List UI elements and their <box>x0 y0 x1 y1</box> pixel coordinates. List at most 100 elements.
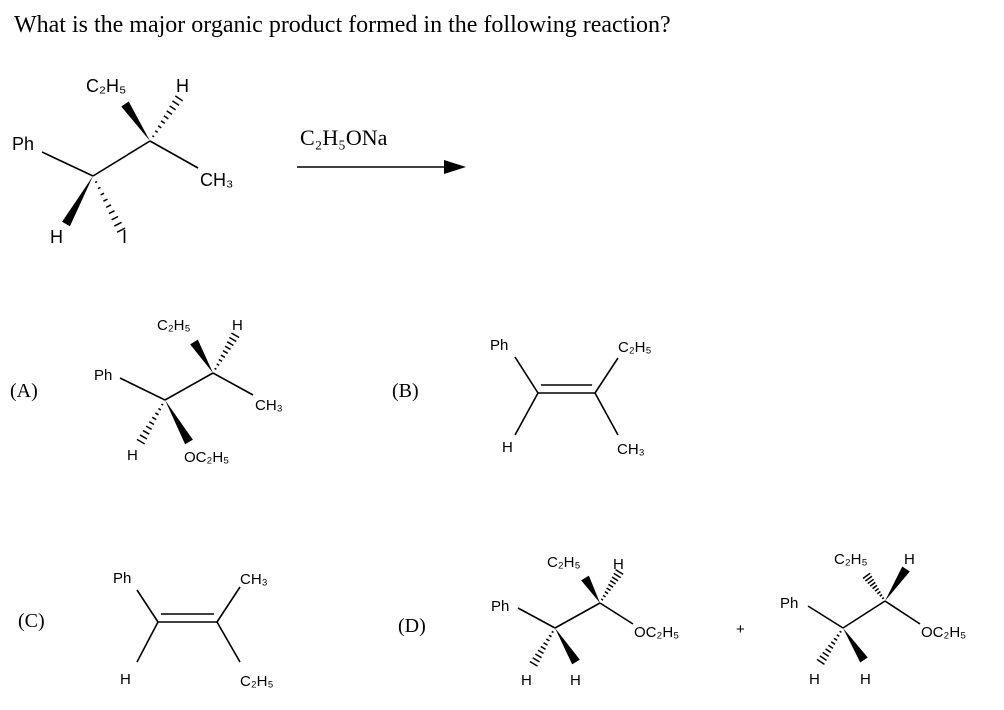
hash-segment <box>819 655 828 661</box>
hash-segment <box>136 438 146 445</box>
hash-segment <box>551 630 554 634</box>
wedge-bond <box>165 400 193 445</box>
ethyl-label: C₂H₅ <box>240 673 274 690</box>
wedge-bond <box>581 575 600 603</box>
h-label: H <box>232 317 243 334</box>
h-label: H <box>521 672 532 689</box>
hash-segment <box>876 590 881 595</box>
h-label: H <box>176 76 189 96</box>
ph-label: Ph <box>12 134 34 154</box>
ethyl-label: C₂H₅ <box>547 554 581 571</box>
methyl-label: CH₃ <box>240 571 268 588</box>
arrowhead-icon <box>444 160 466 174</box>
hash-segment <box>105 204 112 209</box>
option-c-structure: Ph CH₃ H C₂H₅ <box>113 570 274 690</box>
hash-segment <box>881 596 885 600</box>
hash-segment <box>169 105 176 111</box>
hash-bond <box>600 569 624 601</box>
h-label: H <box>613 556 624 573</box>
ph-label: Ph <box>113 570 131 587</box>
hash-segment <box>872 584 878 590</box>
hash-segment <box>839 630 842 633</box>
hash-segment <box>97 186 101 190</box>
ethyl-label: C₂H₅ <box>86 76 126 96</box>
hash-segment <box>537 649 544 655</box>
hash-segment <box>874 587 880 592</box>
ph-label: Ph <box>490 337 508 354</box>
ethoxy-label: OC₂H₅ <box>921 624 966 641</box>
wedge-bond <box>843 628 868 663</box>
h-label: H <box>50 227 63 247</box>
hash-segment <box>157 407 162 411</box>
hash-segment <box>867 578 875 585</box>
hash-segment <box>220 354 226 359</box>
ethyl-label: C₂H₅ <box>618 339 652 356</box>
option-a-label: (A) <box>10 380 38 402</box>
hash-segment <box>609 580 616 585</box>
hash-segment <box>231 332 240 339</box>
h-label: H <box>570 672 581 689</box>
hash-segment <box>816 658 825 665</box>
hash-segment <box>879 593 883 597</box>
hash-segment <box>151 416 157 421</box>
hash-segment <box>151 135 155 138</box>
wedge-bond <box>885 566 910 601</box>
hash-segment <box>545 638 550 642</box>
hash-segment <box>218 358 223 363</box>
hash-segment <box>226 341 234 347</box>
option-d-first-structure: Ph C₂H₅ H OC₂H₅ H H <box>491 554 679 689</box>
hash-segment <box>608 583 614 588</box>
hash-segment <box>103 198 108 202</box>
hash-segment <box>548 634 552 638</box>
hash-segment <box>822 651 830 657</box>
ph-label: Ph <box>780 595 798 612</box>
h-label: H <box>120 671 131 688</box>
wedge-bond <box>121 101 150 141</box>
hash-segment <box>600 598 604 601</box>
ph-label: Ph <box>491 598 509 615</box>
methyl-label: CH₃ <box>200 170 233 190</box>
reactant-structure: Ph C₂H₅ H CH₃ H I <box>12 76 233 247</box>
methyl-label: CH₃ <box>617 441 645 458</box>
hash-segment <box>222 349 229 355</box>
hash-segment <box>172 100 180 107</box>
hash-segment <box>154 130 159 133</box>
hash-segment <box>529 660 538 667</box>
hash-segment <box>825 648 832 653</box>
hash-segment <box>534 653 542 659</box>
hash-segment <box>154 412 159 416</box>
hash-segment <box>862 572 871 580</box>
hash-segment <box>864 575 873 582</box>
hash-segment <box>224 345 231 351</box>
hash-bond <box>816 630 842 665</box>
question-text: What is the major organic product formed… <box>14 12 671 38</box>
hash-segment <box>139 434 148 440</box>
hash-segment <box>613 572 622 579</box>
hash-segment <box>161 403 164 406</box>
methyl-label: CH₃ <box>255 397 283 414</box>
hash-segment <box>606 587 611 592</box>
hash-bond <box>151 95 184 138</box>
hash-segment <box>214 367 217 370</box>
h-label: H <box>127 447 138 464</box>
hash-segment <box>94 180 98 184</box>
ethyl-label: C₂H₅ <box>834 551 868 568</box>
wedge-bond <box>62 176 93 227</box>
hash-segment <box>114 221 122 227</box>
hash-segment <box>604 591 609 595</box>
hash-segment <box>869 581 876 587</box>
option-d-label: (D) <box>398 615 426 637</box>
hash-segment <box>830 641 836 645</box>
hash-segment <box>532 657 540 663</box>
hash-segment <box>108 210 115 215</box>
hash-segment <box>163 115 169 120</box>
hash-segment <box>111 215 119 221</box>
hash-bond <box>214 332 240 370</box>
hash-segment <box>615 569 624 576</box>
hash-segment <box>216 363 220 367</box>
h-label: H <box>904 551 915 568</box>
option-b-structure: Ph C₂H₅ H CH₃ <box>490 337 652 458</box>
hash-segment <box>166 110 173 116</box>
hash-segment <box>543 642 548 646</box>
